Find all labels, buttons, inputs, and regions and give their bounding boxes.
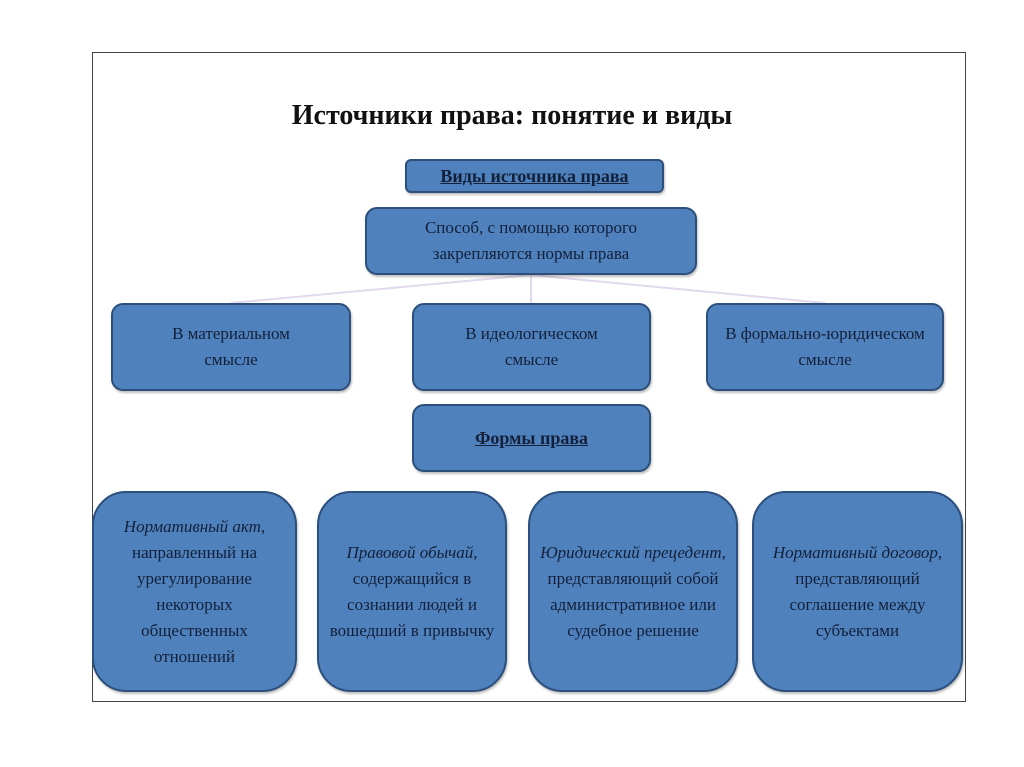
form-desc: , содержащийся в сознании людей и вошедш… xyxy=(329,542,495,640)
meaning-label: В идеологическом смысле xyxy=(465,324,598,369)
connector-right xyxy=(530,274,826,304)
connector-left xyxy=(230,274,532,304)
form-desc: , представляющий соглашение между субъек… xyxy=(789,542,943,640)
form-desc: , представляющий собой административное … xyxy=(547,542,726,640)
meaning-formal-box: В формально-юридическом смысле xyxy=(706,303,944,391)
definition-label: Способ, с помощью которого закрепляются … xyxy=(424,218,638,263)
form-term: Нормативный договор xyxy=(772,542,938,562)
forms-header-label: Формы права xyxy=(474,428,589,448)
form-term: Правовой обычай xyxy=(346,542,474,562)
form-desc: , направленный на урегулирование некотор… xyxy=(131,516,266,666)
form-term: Нормативный акт xyxy=(123,516,261,536)
form-contract-box: Нормативный договор, представляющий согл… xyxy=(752,491,963,692)
definition-box: Способ, с помощью которого закрепляются … xyxy=(365,207,697,275)
forms-header-box: Формы права xyxy=(412,404,651,472)
form-term: Юридический прецедент xyxy=(540,542,722,562)
form-normative-act-box: Нормативный акт, направленный на урегули… xyxy=(92,491,297,692)
meaning-label: В формально-юридическом смысле xyxy=(725,324,925,369)
kinds-header-label: Виды источника права xyxy=(440,166,629,186)
form-precedent-box: Юридический прецедент, представляющий со… xyxy=(528,491,738,692)
meaning-material-box: В материальном смысле xyxy=(111,303,351,391)
kinds-header-box: Виды источника права xyxy=(405,159,664,193)
meaning-ideological-box: В идеологическом смысле xyxy=(412,303,651,391)
slide-frame xyxy=(92,52,966,702)
meaning-label: В материальном смысле xyxy=(172,324,290,369)
slide-title: Источники права: понятие и виды xyxy=(291,100,733,131)
form-custom-box: Правовой обычай, содержащийся в сознании… xyxy=(317,491,507,692)
